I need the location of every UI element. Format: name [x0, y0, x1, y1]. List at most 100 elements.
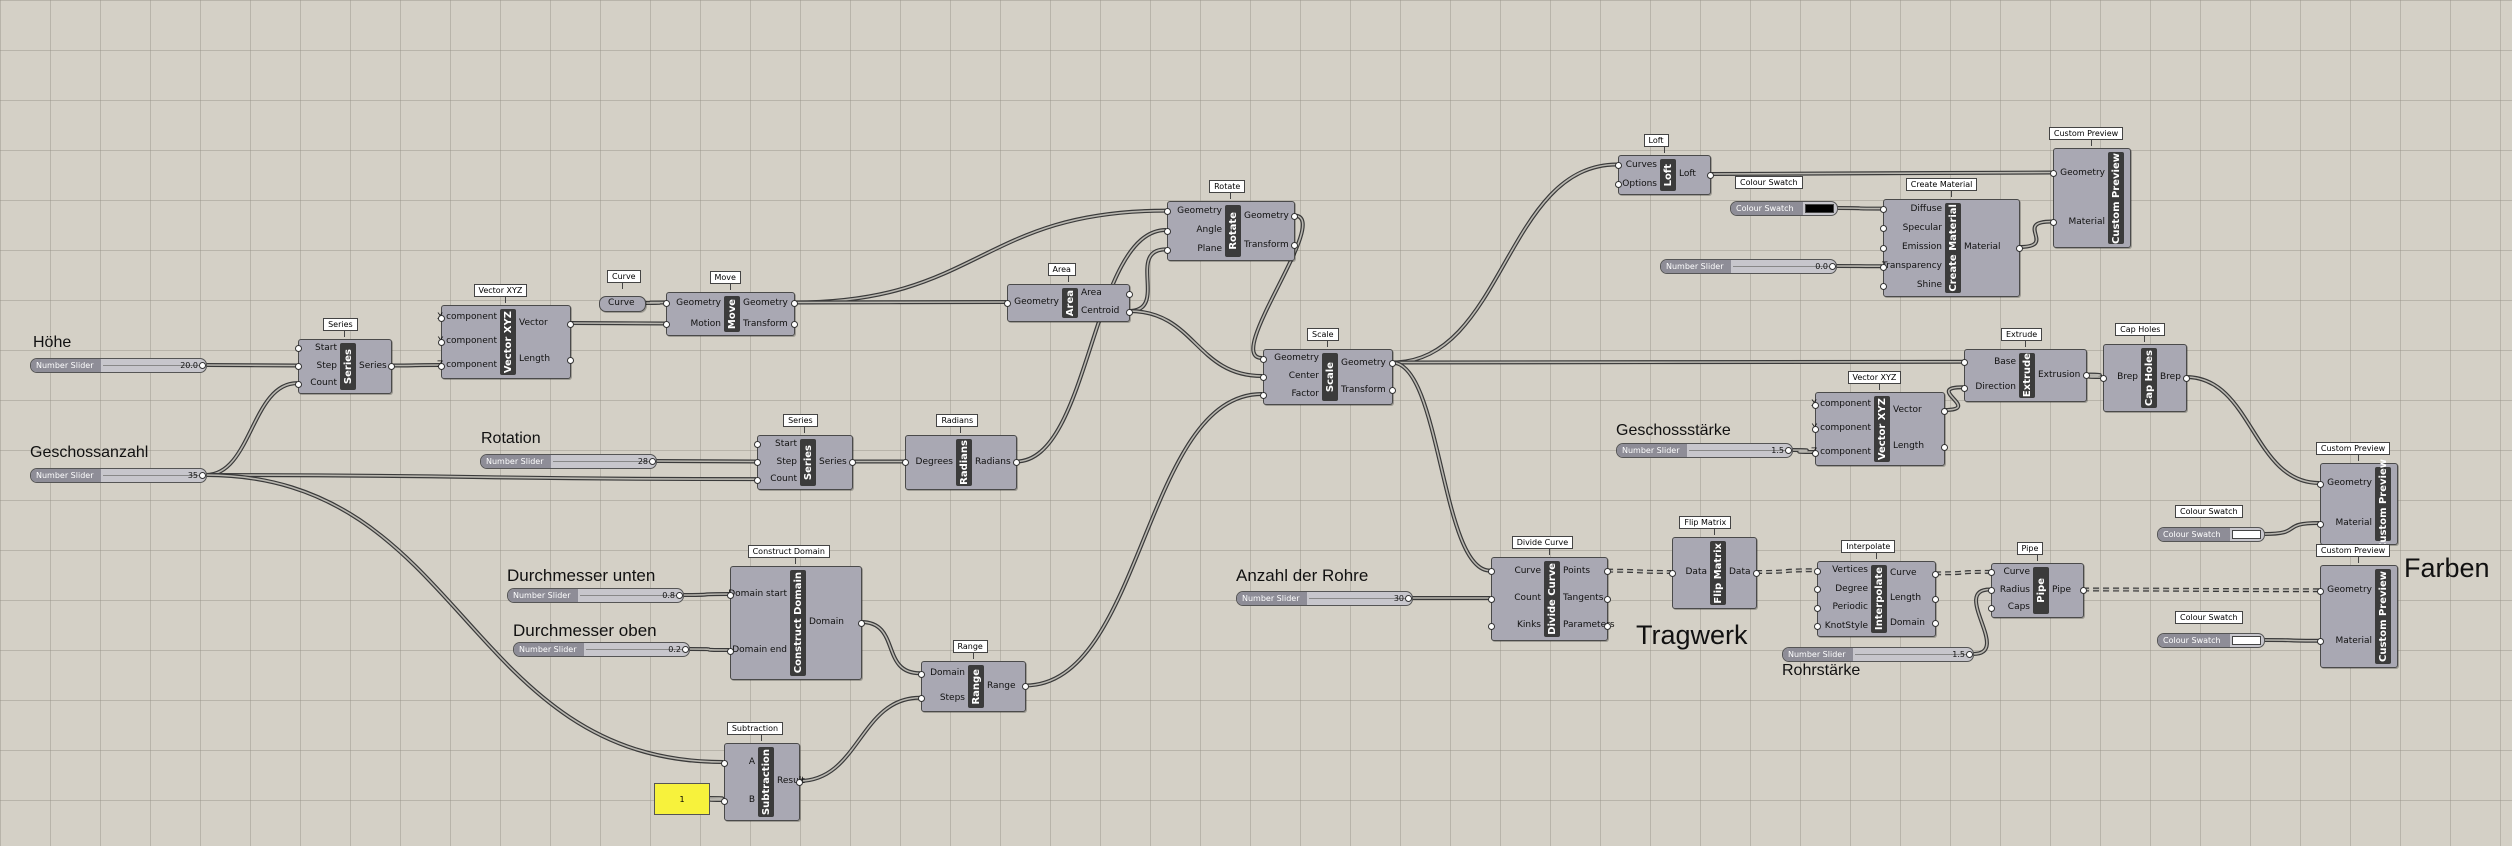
- input-custom_preview2-1[interactable]: Material: [2335, 518, 2372, 528]
- output-cap_holes-0[interactable]: Brep: [2160, 372, 2181, 382]
- input-area-0[interactable]: Geometry: [1014, 297, 1059, 307]
- output-pin-series2-0[interactable]: [849, 459, 856, 466]
- slider-track-rotation[interactable]: [553, 461, 652, 462]
- input-pin-rotate-1[interactable]: [1164, 227, 1171, 235]
- output-pin-scale-0[interactable]: [1389, 360, 1396, 367]
- slider-grip-icon[interactable]: [1405, 595, 1412, 602]
- input-pin-extrude-0[interactable]: [1961, 359, 1968, 367]
- output-pin-divide_curve-1[interactable]: [1604, 595, 1611, 603]
- input-pin-scale-1[interactable]: [1260, 373, 1267, 381]
- input-custom_preview2-0[interactable]: Geometry: [2327, 478, 2372, 488]
- slider-grip-icon[interactable]: [199, 472, 206, 479]
- input-pin-custom_preview1-0[interactable]: [2050, 170, 2057, 177]
- input-scale-1[interactable]: Center: [1288, 371, 1319, 381]
- output-scale-1[interactable]: Transform: [1341, 384, 1386, 395]
- input-create_material-2[interactable]: Emission: [1901, 242, 1942, 252]
- input-pin-construct_domain-1[interactable]: [727, 647, 734, 655]
- output-move-0[interactable]: Geometry: [743, 297, 788, 308]
- input-pin-interpolate-3[interactable]: [1814, 623, 1821, 631]
- swatch-color-mid[interactable]: [2232, 530, 2261, 539]
- colour-swatch-mid[interactable]: Colour Swatch: [2157, 527, 2265, 542]
- input-pin-scale-2[interactable]: [1260, 391, 1267, 399]
- input-pin-range-1[interactable]: [918, 695, 925, 703]
- output-pin-scale-1[interactable]: [1389, 387, 1396, 394]
- input-cap_holes-0[interactable]: Brep: [2117, 372, 2138, 382]
- input-flip_matrix-0[interactable]: Data: [1685, 567, 1708, 577]
- output-pin-loft-0[interactable]: [1707, 171, 1714, 179]
- output-pin-divide_curve-2[interactable]: [1604, 622, 1611, 630]
- input-pin-pipe-1[interactable]: [1988, 587, 1995, 594]
- input-vectorxyz1-1[interactable]: Y component: [437, 336, 497, 346]
- input-pin-custom_preview3-0[interactable]: [2317, 587, 2324, 595]
- input-pin-create_material-2[interactable]: [1880, 244, 1887, 252]
- input-pipe-2[interactable]: Caps: [2007, 602, 2030, 613]
- input-pin-series2-2[interactable]: [754, 476, 761, 484]
- input-divide_curve-0[interactable]: Curve: [1514, 565, 1541, 576]
- input-extrude-0[interactable]: Base: [1994, 356, 2016, 367]
- output-interpolate-1[interactable]: Length: [1890, 593, 1922, 603]
- input-extrude-1[interactable]: Direction: [1975, 382, 2016, 393]
- slider-track-durchmesser_oben[interactable]: [586, 649, 685, 650]
- slider-track-anzahl_rohre[interactable]: [1309, 598, 1408, 599]
- slider-value-rohrstaerke[interactable]: 1.5: [1952, 650, 1965, 659]
- output-divide_curve-2[interactable]: Parameters: [1563, 620, 1615, 631]
- output-pin-vectorxyz1-1[interactable]: [567, 356, 574, 364]
- input-create_material-3[interactable]: Transparency: [1881, 261, 1942, 272]
- output-area-0[interactable]: Area: [1081, 288, 1102, 298]
- input-pin-custom_preview1-1[interactable]: [2050, 219, 2057, 226]
- input-pin-vectorxyz2-0[interactable]: [1812, 401, 1819, 409]
- output-vectorxyz2-1[interactable]: Length: [1893, 441, 1925, 451]
- input-pin-create_material-0[interactable]: [1880, 206, 1887, 214]
- swatch-color-bottom[interactable]: [2232, 636, 2261, 645]
- output-flip_matrix-0[interactable]: Data: [1729, 567, 1751, 577]
- input-series1-0[interactable]: Start: [315, 342, 337, 353]
- slider-value-durchmesser_oben[interactable]: 0.2: [668, 645, 681, 654]
- output-range-0[interactable]: Range: [987, 680, 1016, 691]
- curve-param[interactable]: Curve: [599, 296, 646, 312]
- input-pin-vectorxyz2-2[interactable]: [1812, 449, 1819, 457]
- input-create_material-4[interactable]: Shine: [1916, 280, 1942, 291]
- slider-value-durchmesser_unten[interactable]: 0.8: [662, 591, 675, 600]
- output-pin-divide_curve-0[interactable]: [1604, 568, 1611, 576]
- input-interpolate-2[interactable]: Periodic: [1832, 602, 1868, 613]
- input-pin-rotate-2[interactable]: [1164, 246, 1171, 254]
- input-pin-pipe-2[interactable]: [1988, 604, 1995, 612]
- output-pin-interpolate-0[interactable]: [1932, 570, 1939, 578]
- input-pin-vectorxyz1-2[interactable]: [438, 362, 445, 370]
- input-pin-custom_preview2-0[interactable]: [2317, 480, 2324, 488]
- output-vectorxyz1-0[interactable]: Vector: [519, 318, 548, 328]
- input-scale-0[interactable]: Geometry: [1274, 353, 1319, 363]
- input-pin-scale-0[interactable]: [1260, 355, 1267, 363]
- slider-grip-icon[interactable]: [682, 646, 689, 653]
- output-pin-area-0[interactable]: [1126, 290, 1133, 298]
- slider-grip-icon[interactable]: [1966, 651, 1973, 658]
- output-rotate-0[interactable]: Geometry: [1244, 210, 1289, 221]
- input-pin-interpolate-2[interactable]: [1814, 604, 1821, 612]
- output-rotate-1[interactable]: Transform: [1244, 239, 1289, 250]
- input-pin-radians-0[interactable]: [902, 459, 909, 466]
- output-move-1[interactable]: Transform: [743, 318, 788, 329]
- output-pin-flip_matrix-0[interactable]: [1753, 569, 1760, 577]
- input-rotate-1[interactable]: Angle: [1196, 225, 1222, 235]
- input-pin-series1-2[interactable]: [295, 380, 302, 388]
- input-pin-create_material-1[interactable]: [1880, 225, 1887, 233]
- input-pin-series1-0[interactable]: [295, 345, 302, 353]
- output-subtraction-0[interactable]: Result: [777, 776, 805, 786]
- slider-grip-icon[interactable]: [676, 592, 683, 599]
- input-pin-move-0[interactable]: [663, 300, 670, 307]
- output-divide_curve-0[interactable]: Points: [1563, 565, 1591, 576]
- slider-track-hoehe[interactable]: [103, 365, 202, 366]
- output-pin-area-1[interactable]: [1126, 308, 1133, 316]
- input-move-1[interactable]: Motion: [690, 318, 721, 329]
- input-pin-pipe-0[interactable]: [1988, 569, 1995, 577]
